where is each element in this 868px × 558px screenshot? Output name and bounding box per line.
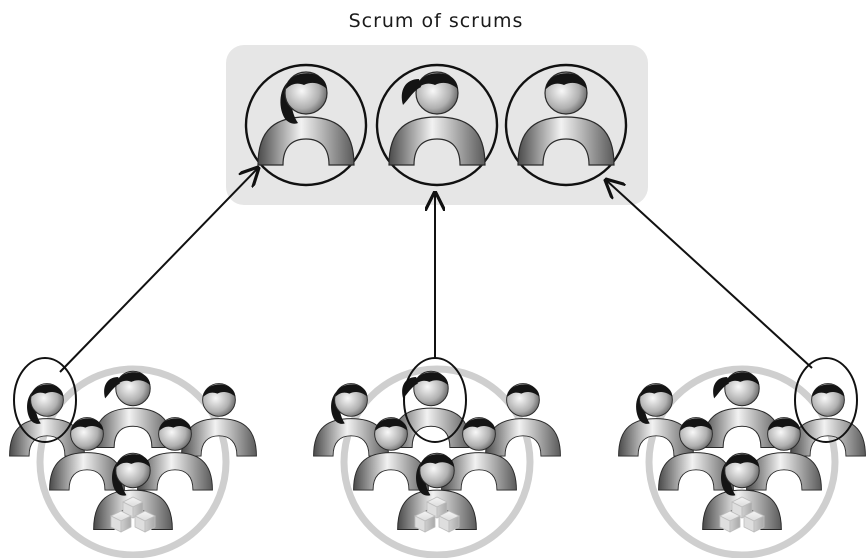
team-1 [9,357,257,558]
team-member-icon [93,370,173,449]
team-member-icon [658,417,734,491]
team-representative-highlight [403,357,467,443]
representative-2 [375,63,499,187]
team-representative-highlight [13,357,77,443]
team-member-icon [137,417,213,491]
team-2 [313,357,561,558]
escalation-arrow [59,168,258,373]
team-ring [36,365,230,558]
representatives-layer [244,63,628,187]
escalation-arrow [606,180,813,369]
representative-person-icon [388,71,486,166]
representative-person-icon [257,71,355,166]
product-cubes-icon [719,496,765,533]
team-member-icon [441,417,517,491]
team-3 [618,357,866,558]
representative-3 [504,63,628,187]
team-member-icon [485,383,561,457]
team-member-icon [313,383,389,457]
representative-circle [375,63,499,187]
representative-person-icon [517,71,615,166]
team-member-icon [702,370,782,449]
teams-layer [9,357,866,558]
product-cubes-icon [414,496,460,533]
team-member-icon [790,383,866,457]
team-member-icon [618,383,694,457]
representative-1 [244,63,368,187]
product-cubes-icon [110,496,156,533]
representative-circle [244,63,368,187]
team-member-icon [181,383,257,457]
diagram-title: Scrum of scrums [349,10,524,32]
team-member-icon [746,417,822,491]
team-ring [645,365,839,558]
arrows-layer [59,168,813,373]
team-member-icon [9,383,85,457]
representative-circle [504,63,628,187]
team-ring [340,365,534,558]
team-member-icon [49,417,125,491]
team-representative-highlight [794,357,858,443]
team-member-icon [353,417,429,491]
